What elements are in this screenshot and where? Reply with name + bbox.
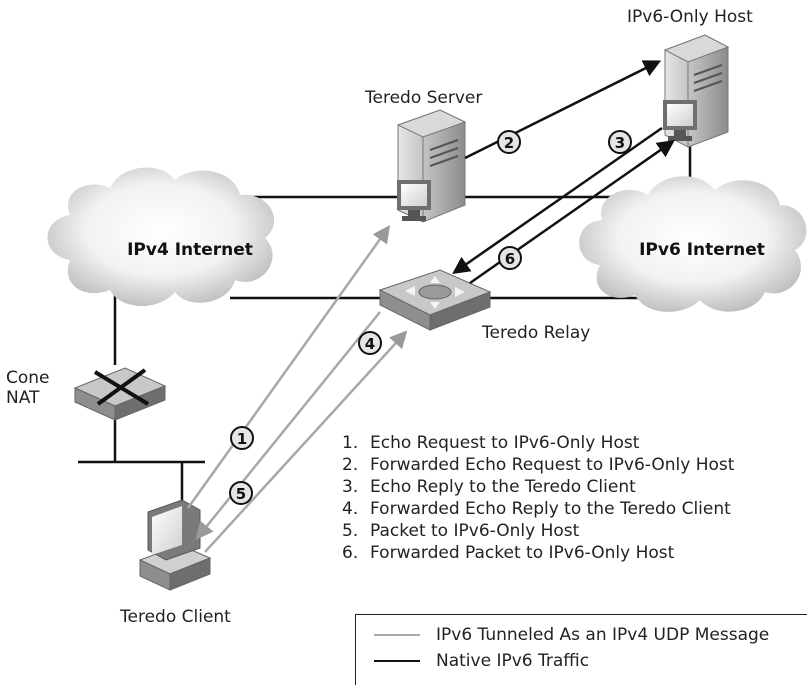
teredo-server-icon (396, 109, 467, 223)
ipv6-internet-label: IPv6 Internet (639, 240, 765, 260)
step-marker-2: 2 (497, 130, 521, 154)
ipv6-only-host-label: IPv6-Only Host (627, 7, 753, 27)
svg-text:2: 2 (504, 134, 514, 152)
step-marker-5: 5 (229, 481, 253, 505)
step-item-6: 6.Forwarded Packet to IPv6-Only Host (342, 543, 675, 563)
step-marker-3: 3 (608, 130, 632, 154)
svg-text:5: 5 (236, 485, 246, 503)
ipv6-internet-cloud (579, 176, 807, 312)
tunneled-arrows (186, 225, 408, 553)
step-item-2: 2.Forwarded Echo Request to IPv6-Only Ho… (342, 455, 735, 475)
legend-swatch-tunneled (374, 634, 420, 636)
ipv4-internet-cloud (47, 167, 275, 307)
arrow-step-3 (452, 126, 663, 274)
legend-item-native: Native IPv6 Traffic (374, 651, 589, 671)
arrow-step-1 (186, 225, 391, 509)
teredo-server-label: Teredo Server (365, 88, 483, 108)
legend-item-tunneled: IPv6 Tunneled As an IPv4 UDP Message (374, 625, 769, 645)
step-item-4: 4.Forwarded Echo Reply to the Teredo Cli… (342, 499, 731, 519)
legend-label-native: Native IPv6 Traffic (436, 651, 590, 671)
step-marker-1: 1 (230, 426, 254, 450)
steps-list: 1.Echo Request to IPv6-Only Host 2.Forwa… (342, 432, 734, 564)
teredo-client-label: Teredo Client (120, 607, 231, 627)
legend-label-tunneled: IPv6 Tunneled As an IPv4 UDP Message (436, 625, 770, 645)
svg-text:1: 1 (237, 430, 247, 448)
teredo-client-icon (138, 499, 212, 591)
legend-swatch-native (374, 660, 420, 662)
step-marker-4: 4 (358, 331, 382, 355)
ipv4-internet-label: IPv4 Internet (127, 240, 253, 260)
svg-text:4: 4 (365, 335, 375, 353)
step-item-5: 5.Packet to IPv6-Only Host (342, 521, 580, 541)
cone-nat-label: Cone NAT (6, 368, 50, 408)
teredo-relay-icon (378, 269, 492, 331)
step-item-3: 3.Echo Reply to the Teredo Client (342, 477, 636, 497)
ipv6-only-host-icon (663, 34, 730, 148)
arrow-step-5 (204, 330, 408, 553)
svg-text:3: 3 (615, 134, 625, 152)
teredo-relay-label: Teredo Relay (482, 323, 591, 343)
legend: IPv6 Tunneled As an IPv4 UDP Message Nat… (355, 614, 807, 685)
cone-nat-icon (73, 367, 167, 421)
arrow-step-4 (195, 311, 381, 540)
step-item-1: 1.Echo Request to IPv6-Only Host (342, 433, 640, 453)
step-markers: 1 2 3 4 5 6 (229, 130, 632, 505)
step-marker-6: 6 (498, 246, 522, 270)
svg-text:6: 6 (505, 250, 515, 268)
